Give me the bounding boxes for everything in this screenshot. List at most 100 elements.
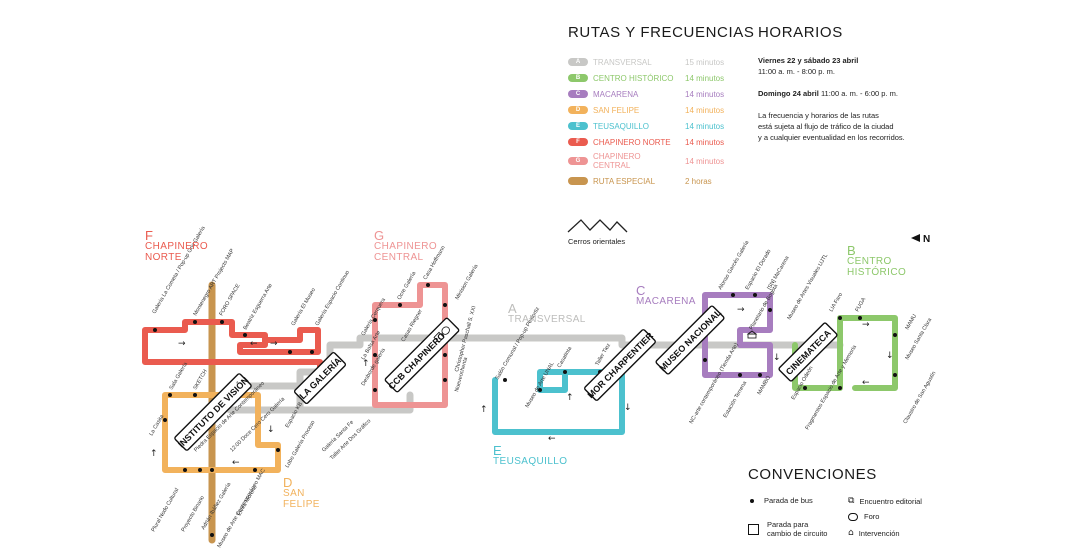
convention-editorial: ⧉ Encuentro editorial	[848, 496, 922, 506]
bus-stop[interactable]	[443, 303, 447, 307]
bus-stop[interactable]	[443, 378, 447, 382]
schedule-note-1: La frecuencia y horarios de las rutas	[758, 111, 879, 120]
bus-stop[interactable]	[538, 388, 542, 392]
legend-route-name: MACARENA	[593, 89, 639, 99]
legend-route-frequency: 14 minutos	[685, 137, 725, 147]
bus-stop[interactable]	[803, 386, 807, 390]
stop-label: Estación Terrena	[723, 380, 749, 419]
bus-stop[interactable]	[443, 353, 447, 357]
legend-route-name: SAN FELIPE	[593, 105, 640, 115]
stop-label: Museo de Arte UNAL	[525, 361, 556, 409]
bus-stop[interactable]	[210, 533, 214, 537]
direction-arrow-icon: →	[178, 339, 186, 349]
mountains-icon	[567, 219, 628, 233]
bus-stop[interactable]	[193, 320, 197, 324]
hub-ccb-chapinero[interactable]: CCB CHAPINERO	[383, 317, 460, 394]
direction-arrow-icon: ↑	[362, 359, 370, 369]
bus-stop[interactable]	[243, 333, 247, 337]
legend-route-name: TRANSVERSAL	[593, 57, 652, 67]
bus-stop[interactable]	[253, 468, 257, 472]
route-e-heading: E TEUSAQUILLO	[493, 443, 568, 467]
legend-route-frequency: 15 minutos	[685, 57, 725, 67]
route-color-swatch: C	[568, 90, 588, 98]
bus-stop[interactable]	[758, 373, 762, 377]
bus-stop[interactable]	[183, 468, 187, 472]
bus-stop[interactable]	[426, 283, 430, 287]
bus-stop[interactable]	[838, 316, 842, 320]
bus-stop[interactable]	[753, 293, 757, 297]
legend-route-frequency: 2 horas	[685, 176, 712, 186]
route-d-heading: D SAN FELIPE	[283, 475, 320, 510]
route-c-heading: C MACARENA	[636, 283, 696, 307]
stop-label: Planetario de Bogotá	[749, 283, 780, 331]
bus-stop-icon	[750, 498, 754, 503]
bus-stop[interactable]	[703, 358, 707, 362]
route-a-line-2	[276, 391, 414, 414]
bus-stop[interactable]	[373, 318, 377, 322]
legend-route-name: CHAPINERO CENTRAL	[593, 152, 641, 170]
bus-stop[interactable]	[220, 320, 224, 324]
route-color-swatch	[568, 177, 588, 185]
bus-stop[interactable]	[163, 418, 167, 422]
route-color-swatch: D	[568, 106, 588, 114]
schedule-day-2: Domingo 24 abril	[758, 89, 819, 98]
bus-stop[interactable]	[893, 333, 897, 337]
book-icon: ⧉	[848, 496, 855, 506]
route-color-swatch: F	[568, 138, 588, 146]
legend-route-frequency: 14 minutos	[685, 89, 725, 99]
direction-arrow-icon: ↑	[566, 393, 574, 403]
schedule-hours-1: 11:00 a. m. - 8:00 p. m.	[758, 67, 835, 76]
convention-bus-stop: Parada de bus	[750, 496, 813, 505]
stop-label: SKETCH	[193, 369, 209, 391]
schedule-note-2: está sujeta al flujo de tráfico de la ci…	[758, 122, 894, 131]
stop-label: Alonso Garcés Galería	[718, 239, 751, 291]
bus-stop[interactable]	[310, 350, 314, 354]
bus-stop[interactable]	[858, 316, 862, 320]
forum-icon	[441, 326, 450, 335]
stop-label: Minision Galería	[455, 263, 481, 301]
schedule-day-1: Viernes 22 y sábado 23 abril	[758, 56, 859, 65]
circuit-change-icon	[748, 523, 759, 535]
route-color-swatch: E	[568, 122, 588, 130]
route-e-line	[492, 369, 625, 435]
bus-stop[interactable]	[373, 388, 377, 392]
bus-stop[interactable]	[768, 308, 772, 312]
direction-arrow-icon: →	[270, 339, 278, 349]
bus-stop[interactable]	[210, 468, 214, 472]
bus-stop[interactable]	[168, 393, 172, 397]
bus-stop[interactable]	[153, 328, 157, 332]
convention-intervention: ⌂ Intervención	[848, 528, 900, 538]
svg-text:MUSEO NACIONAL: MUSEO NACIONAL	[657, 307, 723, 373]
direction-arrow-icon: ↓	[267, 425, 275, 435]
stop-label: NC-arte contemporáneo (Tienda Arte)	[689, 342, 740, 425]
bus-stop[interactable]	[373, 353, 377, 357]
bus-stop[interactable]	[288, 350, 292, 354]
stop-label: Claustro de San Agustín	[903, 371, 938, 425]
stop-label: Ocre Galería	[397, 270, 418, 301]
bus-stop[interactable]	[563, 370, 567, 374]
legend-route-a: A TRANSVERSAL 15 minutos	[568, 55, 745, 69]
route-color-swatch: G	[568, 157, 588, 165]
direction-arrow-icon: ←	[250, 339, 258, 349]
bus-stop[interactable]	[193, 393, 197, 397]
route-g-line	[372, 282, 448, 408]
bus-stop[interactable]	[738, 373, 742, 377]
stop-label: Museo de Arte Contemporáneo MAC	[217, 468, 267, 549]
route-color-swatch: A	[568, 58, 588, 66]
bus-stop[interactable]	[198, 468, 202, 472]
bus-stop[interactable]	[398, 303, 402, 307]
stop-label: Sala Galería	[169, 361, 190, 391]
stop-label: FORO SPACE	[219, 283, 242, 317]
bus-stop[interactable]	[893, 373, 897, 377]
north-label: N	[923, 234, 930, 245]
direction-arrow-icon: ←	[232, 458, 240, 468]
bus-stop[interactable]	[731, 293, 735, 297]
bus-stop[interactable]	[503, 378, 507, 382]
hub-museo-nacional[interactable]: MUSEO NACIONAL	[654, 304, 726, 376]
bus-stop[interactable]	[838, 386, 842, 390]
bus-stop[interactable]	[276, 448, 280, 452]
